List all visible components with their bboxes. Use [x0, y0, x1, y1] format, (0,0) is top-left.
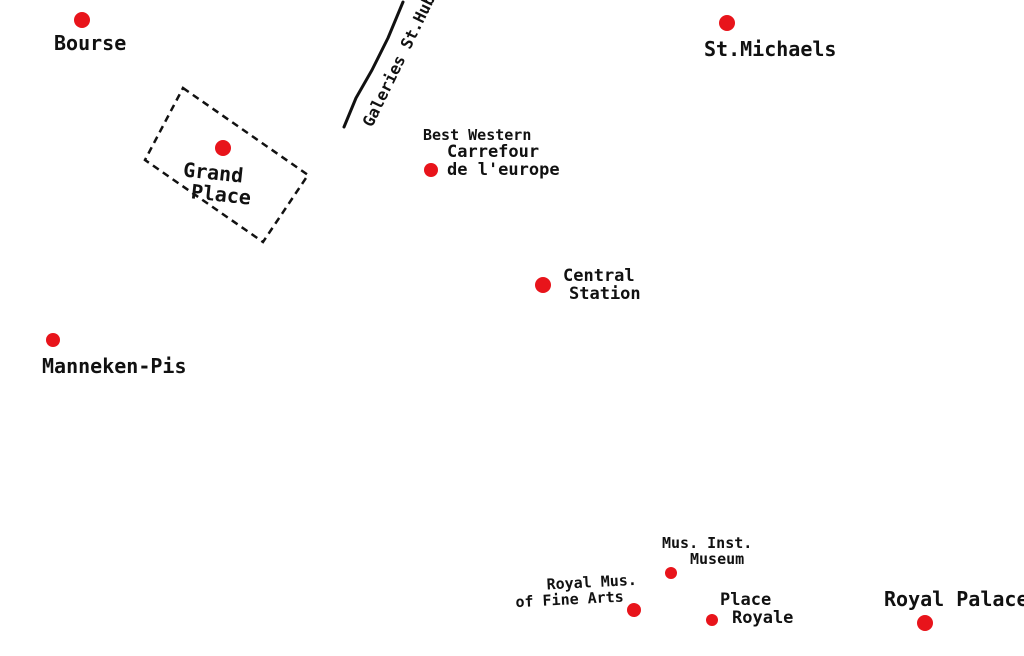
central-station-label: Central Station	[563, 266, 641, 304]
manneken-pis-label: Manneken-Pis	[42, 354, 187, 378]
mus-inst-marker[interactable]	[665, 567, 677, 579]
grand-place-boundary	[143, 86, 310, 244]
central-station-marker[interactable]	[535, 277, 551, 293]
royal-palace-marker[interactable]	[917, 615, 933, 631]
mus-inst-label: Mus. Inst. Museum	[662, 534, 753, 568]
mus-inst-label-line2: Museum	[690, 549, 745, 568]
grand-place-label: Grand Place	[180, 157, 254, 209]
best-western-label: Best Western Carrefour de l'europe	[423, 126, 560, 180]
place-royale-label-line1: Place	[720, 590, 772, 610]
royal-mus-label: Royal Mus. of Fine Arts	[514, 571, 638, 611]
central-station-label-line1: Central	[563, 266, 635, 286]
place-royale-marker[interactable]	[706, 614, 718, 626]
galeries-street-line	[342, 0, 405, 129]
bourse-marker[interactable]	[74, 12, 90, 28]
bourse-label: Bourse	[54, 31, 127, 55]
best-western-label-line2: Carrefour	[447, 141, 540, 162]
mus-inst-label-line1: Mus. Inst.	[662, 534, 753, 552]
place-royale-label-line2: Royale	[732, 607, 794, 628]
place-royale-label: Place Royale	[720, 590, 794, 628]
st-michaels-label: St.Michaels	[704, 37, 837, 61]
central-station-label-line2: Station	[569, 283, 641, 304]
royal-palace-label: Royal Palace	[884, 587, 1024, 611]
best-western-marker[interactable]	[424, 163, 438, 177]
manneken-pis-marker[interactable]	[46, 333, 60, 347]
royal-mus-marker[interactable]	[627, 603, 641, 617]
st-michaels-marker[interactable]	[719, 15, 735, 31]
grand-place-marker[interactable]	[215, 140, 231, 156]
best-western-label-line1: Best Western	[423, 126, 532, 144]
best-western-label-line3: de l'europe	[447, 159, 560, 180]
galeries-label: Galeries St.Hubert	[359, 0, 452, 130]
